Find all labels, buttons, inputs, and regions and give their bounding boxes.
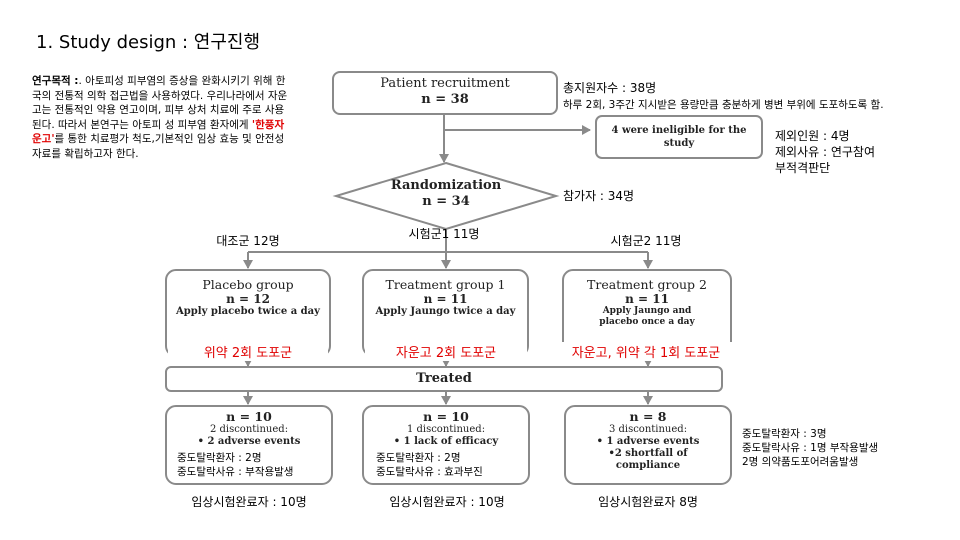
outcome-1-korean: 중도탈락환자 : 2명 중도탈락사유 : 부작용발생	[177, 451, 293, 479]
outcome-box-2	[362, 405, 530, 485]
outcome-1-dropout-reason: 중도탈락사유 : 부작용발생	[177, 466, 294, 478]
study-purpose-text: 연구목적 :. 아토피성 피부염의 증상을 완화시키기 위해 한국의 전통적 의…	[32, 74, 290, 161]
page-title: 1. Study design : 연구진행	[36, 32, 261, 53]
dropout-note: 중도탈락환자 : 3명 중도탈락사유 : 1명 부작용발생 2명 의약품도포어려…	[742, 427, 878, 469]
recruit-note-total: 총지원자수 : 38명	[563, 81, 657, 95]
outcome-2-dropout-reason: 중도탈락사유 : 효과부진	[376, 466, 483, 478]
outcome-box-3	[564, 405, 732, 485]
outcome-1-text: n = 10 2 discontinued: • 2 adverse event…	[170, 410, 328, 448]
placebo-group-text: Placebo group n = 12 Apply placebo twice…	[170, 277, 326, 318]
group-label-trial-1: 시험군1 11명	[408, 227, 480, 241]
treatment-group-2-title: Treatment group 2	[587, 277, 707, 292]
placebo-group-n: n = 12	[226, 292, 270, 306]
treated-label: Treated	[416, 371, 472, 386]
outcome-2-korean: 중도탈락환자 : 2명 중도탈락사유 : 효과부진	[376, 451, 483, 479]
outcome-3-n: n = 8	[629, 409, 667, 424]
outcome-1-reason: • 2 adverse events	[197, 436, 301, 447]
dropout-note-reason-2: 2명 의약품도포어려움발생	[742, 456, 859, 468]
placebo-group-title: Placebo group	[202, 277, 294, 292]
treatment-group-1-n: n = 11	[423, 292, 468, 306]
recruitment-n: n = 38	[421, 92, 469, 107]
group-label-trial-2: 시험군2 11명	[610, 234, 682, 248]
randomization-n: n = 34	[422, 194, 470, 209]
recruit-note-instructions: 하루 2회, 3주간 지시받은 용량만큼 충분하게 병변 부위에 도포하도록 함…	[563, 99, 884, 111]
completed-treatment-1: 임상시험완료자 : 10명	[389, 495, 505, 509]
outcome-2-dropout-count: 중도탈락환자 : 2명	[376, 452, 461, 464]
purpose-label: 연구목적 :	[32, 75, 79, 87]
treatment-group-2-desc: Apply Jaungo and placebo once a day	[599, 306, 695, 327]
treatment-group-1-red-label: 자운고 2회 도포군	[365, 342, 527, 361]
outcome-3-reason-1: • 1 adverse events	[596, 436, 700, 447]
recruitment-box-text: Patient recruitment n = 38	[333, 76, 557, 108]
randomization-text: Randomization n = 34	[366, 178, 526, 210]
recruitment-title: Patient recruitment	[380, 76, 510, 91]
outcome-2-text: n = 10 1 discontinued: • 1 lack of effic…	[367, 410, 525, 448]
purpose-text-2: 를 통한 치료평가 척도,기본적인 임상 효능 및 안전성 자료를 확립하고자 …	[32, 133, 285, 160]
purpose-highlight: '한풍자운고'	[32, 118, 285, 146]
ineligible-text: 4 were ineligible for the study	[611, 125, 747, 149]
treatment-group-1-text: Treatment group 1 n = 11 Apply Jaungo tw…	[367, 277, 524, 318]
randomization-title: Randomization	[390, 178, 502, 193]
outcome-3-discontinued: 3 discontinued:	[608, 424, 688, 435]
outcome-2-discontinued: 1 discontinued:	[406, 424, 486, 435]
outcome-1-dropout-count: 중도탈락환자 : 2명	[177, 452, 262, 464]
participants-note: 참가자 : 34명	[563, 189, 635, 203]
treatment-group-2-text: Treatment group 2 n = 11 Apply Jaungo an…	[570, 277, 724, 328]
ineligible-box	[595, 115, 763, 159]
outcome-1-n: n = 10	[226, 409, 272, 424]
treatment-group-2-red-label: 자운고, 위약 각 1회 도포군	[556, 342, 736, 361]
excluded-reason: 제외사유 : 연구참여	[775, 145, 875, 159]
outcome-2-reason: • 1 lack of efficacy	[393, 436, 499, 447]
dropout-note-reason: 중도탈락사유 : 1명 부작용발생	[742, 442, 879, 454]
treatment-group-1-title: Treatment group 1	[385, 277, 506, 292]
purpose-text-1: . 아토피성 피부염의 증상을 완화시키기 위해 한국의 전통적 의학 접근법을…	[32, 75, 288, 131]
dropout-note-count: 중도탈락환자 : 3명	[742, 428, 827, 440]
placebo-group-desc: Apply placebo twice a day	[176, 306, 320, 317]
outcome-box-1	[165, 405, 333, 485]
treated-bar	[165, 366, 723, 392]
excluded-count: 제외인원 : 4명	[775, 129, 850, 143]
excluded-reason-cont: 부적격판단	[775, 161, 831, 175]
outcome-1-discontinued: 2 discontinued:	[209, 424, 289, 435]
group-label-control: 대조군 12명	[216, 234, 280, 248]
treatment-group-2-n: n = 11	[625, 292, 669, 306]
excluded-note: 제외인원 : 4명 제외사유 : 연구참여 부적격판단	[775, 128, 875, 176]
outcome-2-n: n = 10	[423, 409, 469, 424]
outcome-3-text: n = 8 3 discontinued: • 1 adverse events…	[569, 410, 727, 472]
completed-placebo: 임상시험완료자 : 10명	[191, 495, 307, 509]
outcome-3-reason-2: •2 shortfall of compliance	[608, 448, 688, 471]
placebo-group-red-label: 위약 2회 도포군	[168, 342, 328, 361]
completed-treatment-2: 임상시험완료자 8명	[598, 495, 698, 509]
treatment-group-1-desc: Apply Jaungo twice a day	[375, 306, 516, 317]
